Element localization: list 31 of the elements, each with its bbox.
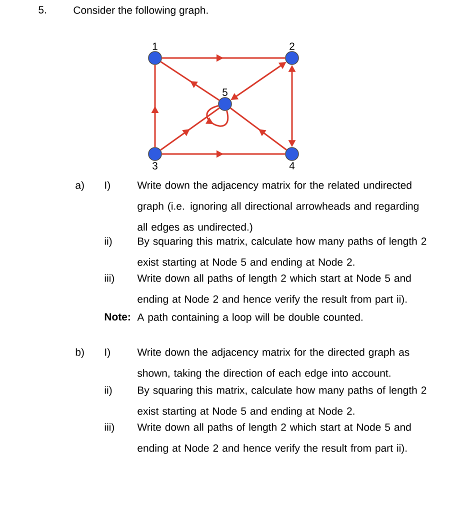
item-number: a): [76, 181, 84, 191]
note-label: Note:: [104, 313, 130, 320]
arrow: [230, 108, 287, 150]
item-number: iii): [104, 423, 114, 433]
item-number: I): [105, 181, 110, 191]
question-text: A path containing a loop will be double counted.: [137, 313, 362, 323]
graph-vertex: [218, 97, 232, 111]
graph-vertex: [285, 147, 299, 161]
item-number: 5.: [38, 6, 46, 14]
question-text: Write down the adjacency matrix for the related undirected graph (i.e. ignoring all directional arrowheads and regarding all edges as undirected.): [137, 181, 418, 233]
item-number: ii): [104, 386, 112, 396]
question-text: Write down all paths of length 2 which start at Node 5 and ending at Node 2 and hence verify the result from part ii).: [137, 423, 411, 454]
question-text: By squaring this matrix, calculate how many paths of length 2 exist starting at Node 5 and ending at Node 2.: [138, 237, 426, 268]
item-number: iii): [104, 274, 114, 284]
item-number: b): [76, 348, 84, 358]
title: Consider the following graph.: [74, 6, 208, 16]
arrow: [160, 61, 220, 101]
question-text: By squaring this matrix, calculate how many paths of length 2 exist starting at Node 5 and ending at Node 2.: [138, 386, 426, 417]
graph-vertex: [285, 51, 299, 65]
arrow: [160, 107, 220, 151]
vertex-label: 5: [222, 88, 228, 96]
vertex-label: 3: [152, 162, 158, 170]
vertex-label: 1: [152, 42, 158, 50]
vertex-label: 4: [289, 162, 295, 170]
question-text: Write down the adjacency matrix for the directed graph as shown, taking the direction of each edge into account.: [137, 348, 410, 379]
vertex-label: 2: [290, 42, 294, 50]
item-number: ii): [104, 237, 112, 247]
question-text: Write down all paths of length 2 which start at Node 5 and ending at Node 2 and hence verify the result from part ii).: [137, 274, 411, 305]
graph-vertex: [148, 147, 162, 161]
graph-vertex: [148, 51, 162, 65]
item-number: I): [105, 348, 110, 358]
